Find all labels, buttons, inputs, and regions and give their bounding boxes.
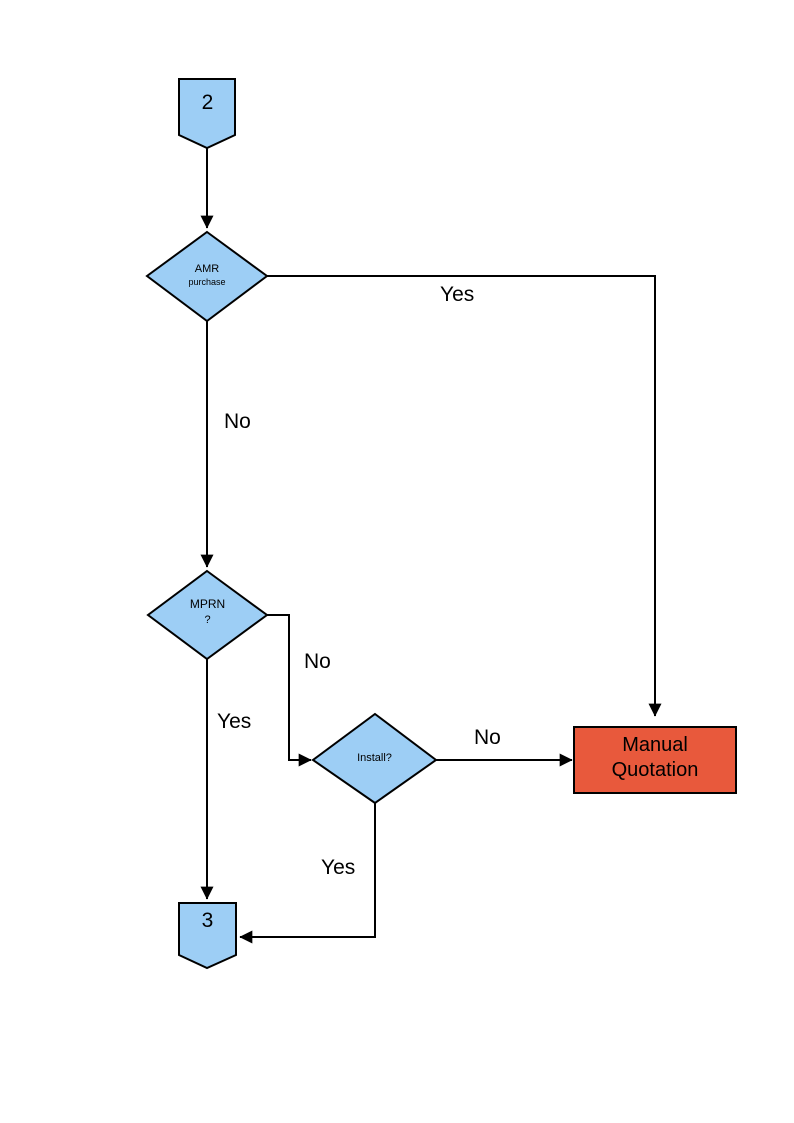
edge-mprn-no [267, 614, 312, 767]
edge-label-install-yes: Yes [321, 856, 356, 879]
edge-label-amr-yes: Yes [440, 283, 475, 306]
edge-label-mprn-no: No [304, 650, 331, 673]
node-manual-quotation[interactable] [573, 726, 737, 794]
node-install-decision[interactable] [311, 712, 438, 805]
node-end-connector[interactable] [178, 902, 237, 970]
edge-amr-yes [267, 275, 662, 717]
edge-label-amr-no: No [224, 410, 251, 433]
node-mprn-decision[interactable] [146, 569, 269, 661]
node-amr-purchase-decision[interactable] [145, 230, 269, 323]
edge-install-yes [239, 803, 376, 944]
edge-label-install-no: No [474, 726, 501, 749]
edge-label-mprn-yes: Yes [217, 710, 252, 733]
node-start-connector[interactable] [178, 78, 236, 150]
